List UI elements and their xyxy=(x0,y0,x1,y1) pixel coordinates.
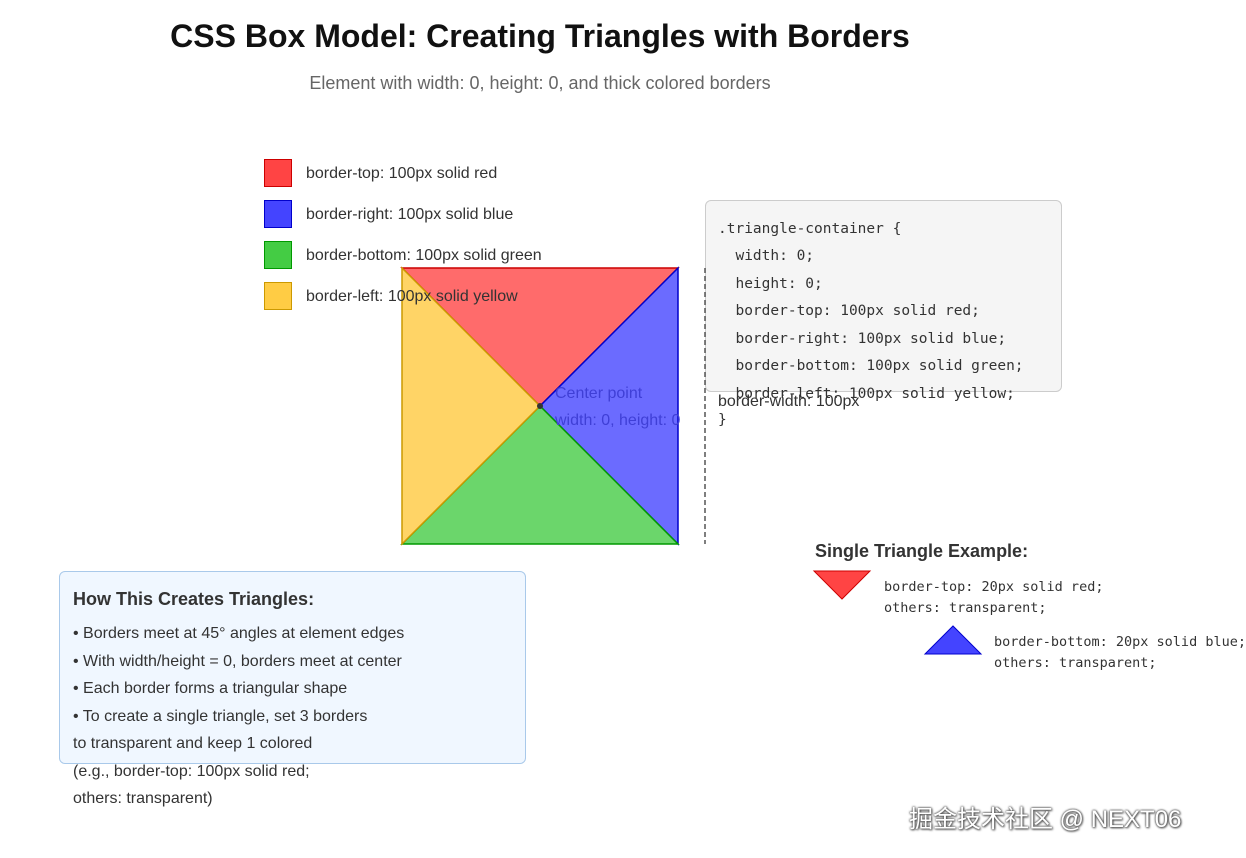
code-line: border-top: 100px solid red; xyxy=(718,303,980,319)
single-triangle-examples xyxy=(812,570,983,655)
code-line: width: 0; xyxy=(718,248,815,264)
legend-label-bottom: border-bottom: 100px solid green xyxy=(306,247,542,264)
blue-up-triangle xyxy=(923,625,983,655)
code-line: height: 0; xyxy=(718,276,823,292)
code-line: border-right: 100px solid blue; xyxy=(718,331,1007,347)
explanation-heading: How This Creates Triangles: xyxy=(73,589,315,609)
explanation-panel xyxy=(59,571,526,764)
code-panel xyxy=(705,200,1062,392)
code-line: } xyxy=(718,412,727,428)
center-point-sublabel: width: 0, height: 0 xyxy=(555,412,681,429)
legend-label-top: border-top: 100px solid red xyxy=(306,165,498,182)
page-title: CSS Box Model: Creating Triangles with B… xyxy=(170,18,910,54)
single-triangle-heading: Single Triangle Example: xyxy=(815,541,1029,561)
red-triangle-code-line: border-top: 20px solid red; xyxy=(884,579,1104,595)
legend-swatch-left xyxy=(264,282,292,310)
left-border-triangle xyxy=(401,266,542,546)
explanation-line: • Borders meet at 45° angles at element … xyxy=(73,625,405,642)
blue-triangle-code-line: border-bottom: 20px solid blue; xyxy=(994,634,1246,650)
explanation-line: others: transparent) xyxy=(73,790,213,807)
code-line: border-left: 100px solid yellow; xyxy=(718,386,1015,402)
border-width-label: border-width: 100px xyxy=(718,393,860,410)
explanation-line: • Each border forms a triangular shape xyxy=(73,680,348,697)
legend-swatch-top xyxy=(264,159,292,187)
red-triangle-code-line: others: transparent; xyxy=(884,600,1047,616)
red-down-triangle xyxy=(812,570,872,600)
legend-label-right: border-right: 100px solid blue xyxy=(306,206,514,223)
center-point-marker xyxy=(537,403,543,409)
explanation-line: to transparent and keep 1 colored xyxy=(73,735,313,752)
code-line: .triangle-container { xyxy=(718,221,902,237)
legend-swatch-right xyxy=(264,200,292,228)
explanation-line: • To create a single triangle, set 3 bor… xyxy=(73,708,368,725)
watermark: 掘金技术社区 @ NEXT06 xyxy=(909,806,1182,833)
triangle-diagram xyxy=(400,266,706,546)
explanation-line: • With width/height = 0, borders meet at… xyxy=(73,653,402,670)
legend-swatch-bottom xyxy=(264,241,292,269)
center-point-label: Center point xyxy=(555,385,643,402)
legend-label-left: border-left: 100px solid yellow xyxy=(306,288,518,305)
code-line: border-bottom: 100px solid green; xyxy=(718,358,1024,374)
explanation-line: (e.g., border-top: 100px solid red; xyxy=(73,763,310,780)
blue-triangle-code-line: others: transparent; xyxy=(994,655,1157,671)
page-subtitle: Element with width: 0, height: 0, and th… xyxy=(309,73,771,93)
